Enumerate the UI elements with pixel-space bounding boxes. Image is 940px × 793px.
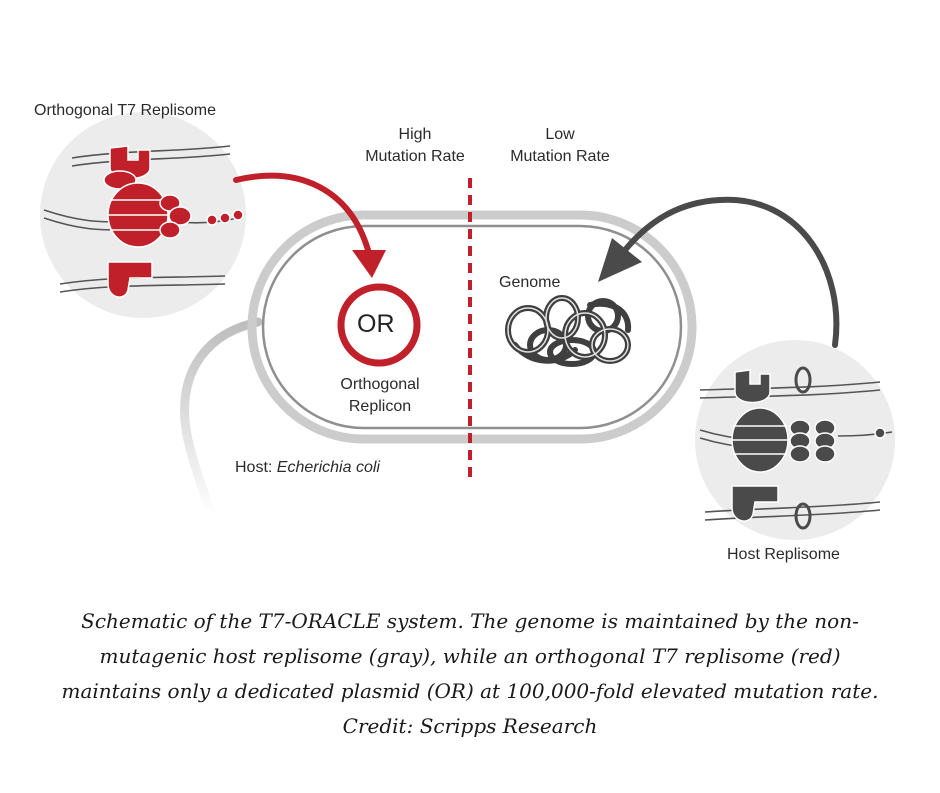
orthogonal-replisome-label: Orthogonal T7 Replisome [34,102,217,119]
red-arrowhead [352,250,386,278]
gray-arrow [622,196,840,348]
cell-tail [180,317,263,520]
or-plasmid-ring [337,283,421,367]
or-badge-text: OR [357,310,395,338]
orthogonal-replisome-proteins [103,145,244,298]
host-label: Host: Echerichia coli [235,459,380,476]
figure-caption: Schematic of the T7-ORACLE system. The g… [61,609,879,738]
gray-arrowhead [598,238,642,282]
host-replisome-label: Host Replisome [727,546,840,563]
red-arrow [233,172,371,253]
ecoli-cell-inner [261,224,683,430]
genome-label: Genome [499,274,561,291]
low-mutation-rate-label: Low Mutation Rate [510,126,610,165]
host-replisome-proteins [731,369,886,522]
orthogonal-replicon-label: Orthogonal Replicon [340,376,420,415]
high-mutation-rate-label: High Mutation Rate [365,126,465,165]
host-replisome-dna [699,381,893,521]
